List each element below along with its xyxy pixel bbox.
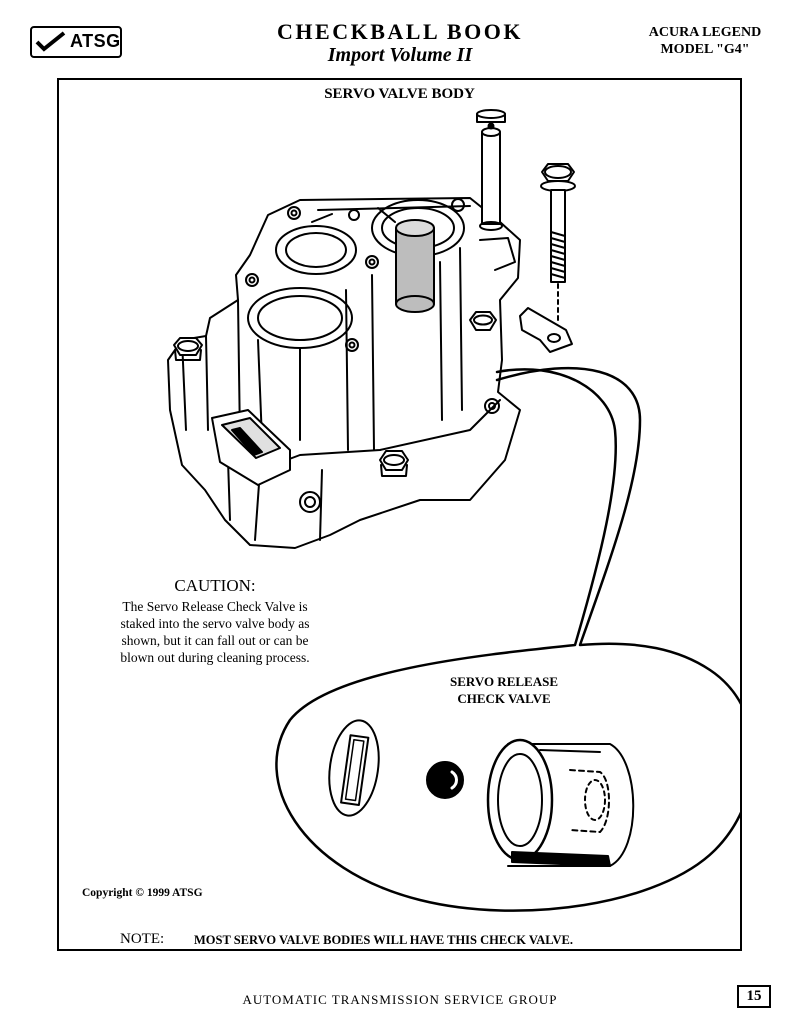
page-number: 15 <box>737 985 771 1008</box>
check-valve-seat <box>328 719 380 817</box>
caution-text: The Servo Release Check Valve is staked … <box>86 598 344 666</box>
figure-frame <box>57 78 742 951</box>
bolt-center <box>379 450 409 477</box>
caution-line: staked into the servo valve body as <box>120 616 310 631</box>
bolt-clip <box>519 307 573 353</box>
bolt-right <box>469 311 497 331</box>
callout-label-line-1: SERVO RELEASE <box>449 674 558 689</box>
logo-text: ATSG <box>70 31 121 51</box>
bolt-left <box>173 337 203 361</box>
servo-valve-body-illustration <box>167 109 741 912</box>
caution-line: The Servo Release Check Valve is <box>122 599 308 614</box>
note-text: MOST SERVO VALVE BODIES WILL HAVE THIS C… <box>194 933 573 947</box>
check-valve-ball <box>426 761 464 799</box>
copyright: Copyright © 1999 ATSG <box>82 887 203 899</box>
section-title: SERVO VALVE BODY <box>324 86 475 102</box>
book-title: CHECKBALL BOOK <box>277 19 523 44</box>
vehicle-model: ACURA LEGEND MODEL "G4" <box>630 24 780 58</box>
callout-balloon <box>275 366 741 912</box>
servo-piston <box>395 227 435 305</box>
footer-org: AUTOMATIC TRANSMISSION SERVICE GROUP <box>242 992 558 1007</box>
long-bolt <box>540 163 576 321</box>
vehicle-line-1: ACURA LEGEND <box>648 25 762 40</box>
servo-shaft <box>476 109 506 231</box>
caution-line: blown out during cleaning process. <box>120 650 310 665</box>
callout-label: SERVO RELEASE CHECK VALVE <box>404 673 604 707</box>
note-label: NOTE: <box>120 931 165 947</box>
check-valve-sleeve <box>486 738 635 867</box>
atsg-logo: ATSG <box>30 26 122 58</box>
book-volume: Import Volume II <box>327 44 473 66</box>
callout-label-line-2: CHECK VALVE <box>457 691 551 706</box>
caution-line: shown, but it can fall out or can be <box>121 633 309 648</box>
vehicle-line-2: MODEL "G4" <box>660 42 750 57</box>
checkmark-icon <box>35 31 66 52</box>
caution-heading: CAUTION: <box>174 576 256 595</box>
